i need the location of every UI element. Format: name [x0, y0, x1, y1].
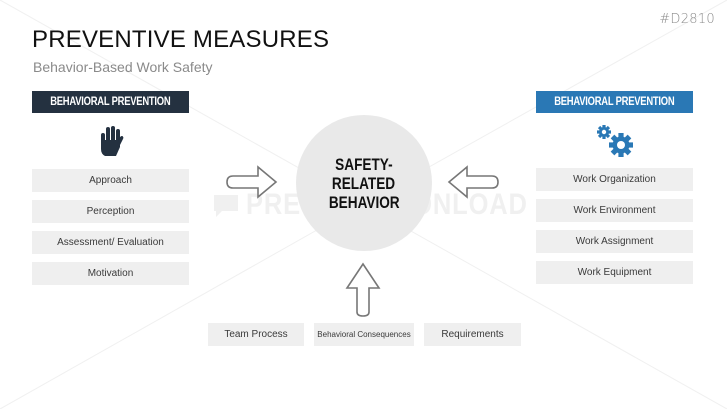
right-column-header: BEHAVIORAL PREVENTION [536, 91, 693, 113]
list-item-approach: Approach [32, 169, 189, 192]
slide-id: #D2810 [659, 12, 715, 27]
list-item-work-equipment: Work Equipment [536, 261, 693, 284]
gears-icon [596, 125, 633, 157]
left-column-header: BEHAVIORAL PREVENTION [32, 91, 189, 113]
right-icon-container [536, 122, 693, 160]
arrow-up-icon [345, 262, 381, 317]
bottom-item-behavioral-consequences: Behavioral Consequences [314, 323, 414, 346]
hand-stop-icon [100, 126, 123, 156]
arrow-left-icon [447, 165, 499, 199]
list-item-assessment: Assessment/ Evaluation [32, 231, 189, 254]
bottom-item-team-process: Team Process [208, 323, 304, 346]
bottom-item-requirements: Requirements [424, 323, 521, 346]
list-item-work-environment: Work Environment [536, 199, 693, 222]
page-subtitle: Behavior-Based Work Safety [33, 59, 213, 75]
center-circle: SAFETY- RELATED BEHAVIOR [296, 115, 432, 251]
list-item-motivation: Motivation [32, 262, 189, 285]
arrow-right-icon [226, 165, 278, 199]
list-item-work-organization: Work Organization [536, 168, 693, 191]
list-item-work-assignment: Work Assignment [536, 230, 693, 253]
list-item-perception: Perception [32, 200, 189, 223]
center-text-line-2: RELATED [332, 173, 396, 193]
page-title: PREVENTIVE MEASURES [32, 26, 330, 53]
center-text-line-1: SAFETY- [335, 154, 393, 174]
watermark-logo-icon [214, 195, 238, 217]
left-icon-container [32, 122, 189, 160]
center-text-line-3: BEHAVIOR [328, 192, 400, 212]
